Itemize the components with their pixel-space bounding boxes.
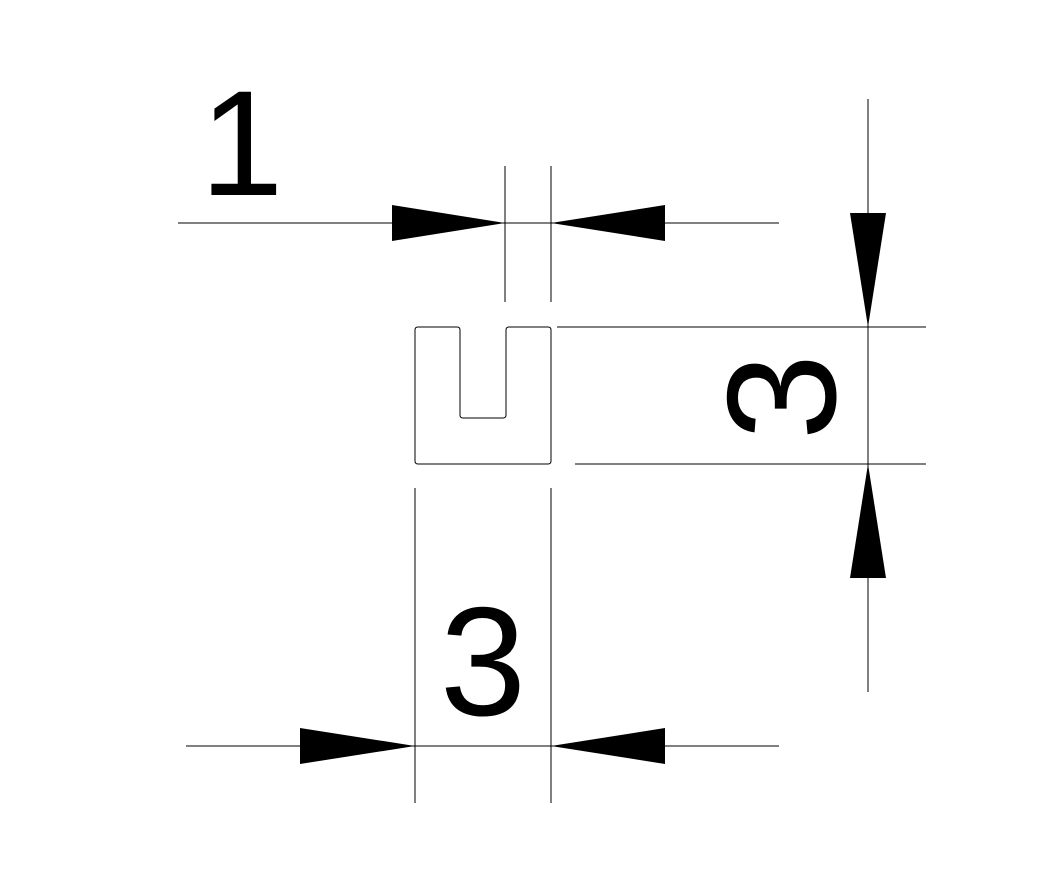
arrowhead-icon [850, 464, 886, 578]
arrowhead-icon [551, 205, 665, 241]
slot-width-label: 1 [200, 59, 283, 227]
arrowhead-icon [300, 728, 415, 764]
arrowhead-icon [850, 213, 886, 327]
arrowhead-icon [392, 205, 505, 241]
u-profile-outline [414, 326, 552, 465]
overall-width-label: 3 [440, 575, 526, 748]
arrowhead-icon [551, 728, 665, 764]
overall-height-label: 3 [695, 354, 868, 440]
